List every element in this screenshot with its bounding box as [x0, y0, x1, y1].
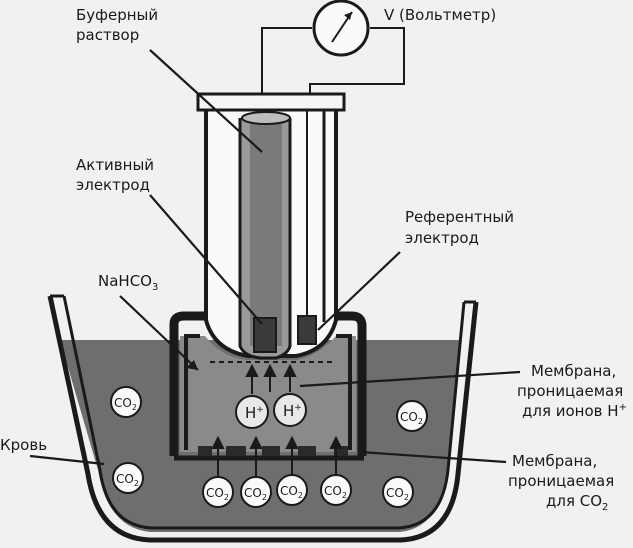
svg-text:H+: H+ — [245, 404, 264, 422]
svg-text:CO2: CO2 — [400, 410, 423, 426]
svg-text:CO2: CO2 — [280, 484, 303, 500]
co2-molecule-6: CO2 — [320, 474, 352, 506]
label-membrane-co2: Мембрана, — [512, 452, 597, 470]
reference-electrode — [297, 315, 317, 345]
svg-text:CO2: CO2 — [324, 484, 347, 500]
h-ion-2: H+ — [273, 393, 307, 427]
label-buffer: Буферный — [76, 6, 158, 24]
svg-text:CO2: CO2 — [244, 486, 267, 502]
label-buffer-2: раствор — [76, 26, 139, 44]
label-reference-electrode-2: электрод — [405, 229, 479, 247]
h-ion-1: H+ — [235, 395, 269, 429]
label-membrane-co2-3: для CO2 — [546, 492, 608, 513]
co2-molecule-8: CO2 — [382, 476, 414, 508]
label-membrane-co2-2: проницаемая — [508, 472, 614, 490]
label-active-electrode: Активный — [76, 156, 154, 174]
co2-molecule-2: CO2 — [112, 462, 144, 494]
label-voltmeter: V (Вольтметр) — [384, 6, 496, 24]
active-electrode — [253, 317, 277, 353]
label-nahco3: NaHCO3 — [98, 272, 158, 293]
label-reference-electrode: Референтный — [405, 208, 514, 226]
label-membrane-h-2: проницаемая — [517, 382, 623, 400]
co2-molecule-3: CO2 — [202, 476, 234, 508]
svg-text:CO2: CO2 — [386, 486, 409, 502]
svg-text:CO2: CO2 — [116, 472, 139, 488]
blood-container — [47, 295, 479, 543]
label-membrane-h-3: для ионов H+ — [522, 402, 627, 420]
leader-lines — [29, 49, 521, 466]
label-active-electrode-2: электрод — [76, 176, 150, 194]
label-blood: Кровь — [0, 436, 47, 454]
nahco3-solution — [180, 336, 356, 452]
co2-molecule-4: CO2 — [240, 476, 272, 508]
voltmeter-wiring — [261, 27, 405, 94]
co2-molecule-5: CO2 — [276, 474, 308, 506]
svg-text:CO2: CO2 — [114, 396, 137, 412]
h-ion-arrows — [245, 363, 297, 394]
svg-text:CO2: CO2 — [206, 486, 229, 502]
blood-container-inner — [62, 295, 466, 530]
svg-text:H+: H+ — [283, 402, 302, 420]
label-membrane-h: Мембрана, — [531, 362, 616, 380]
membrane-pores — [198, 446, 348, 456]
co2-diffusion-arrows — [211, 435, 343, 476]
co2-molecule-1: CO2 — [110, 386, 142, 418]
co2-molecule-7: CO2 — [396, 400, 428, 432]
chamber-inner-wall — [184, 334, 352, 450]
electrode-cap — [196, 92, 346, 112]
